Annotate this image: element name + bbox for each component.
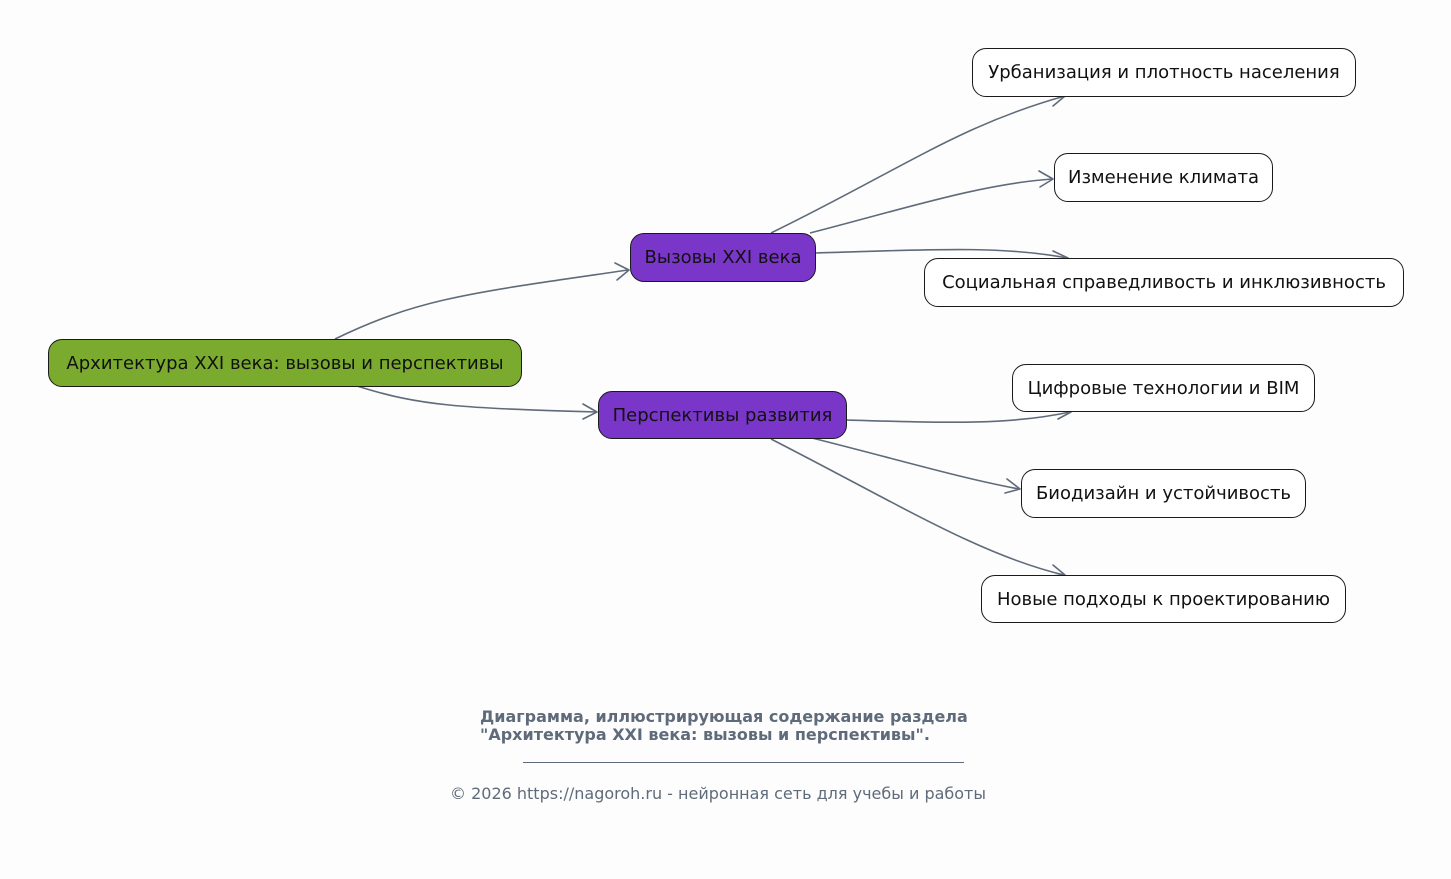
edge-root-challenges [334, 269, 629, 340]
edge-perspectives-biodesign [811, 437, 1020, 490]
edge-perspectives-digital [845, 411, 1071, 424]
branch-challenges[interactable]: Вызовы XXI века [630, 233, 816, 282]
edge-challenges-social [815, 248, 1068, 259]
leaf-climate[interactable]: Изменение климата [1054, 153, 1273, 202]
caption-line-2: "Архитектура XXI века: вызовы и перспект… [480, 725, 930, 744]
leaf-urbanization[interactable]: Урбанизация и плотность населения [972, 48, 1356, 97]
edge-perspectives-newapproaches [770, 438, 1065, 576]
leaf-new-approaches[interactable]: Новые подходы к проектированию [981, 575, 1346, 623]
edge-root-perspectives [356, 385, 597, 413]
branch-perspectives[interactable]: Перспективы развития [598, 391, 847, 439]
arrowhead [1004, 478, 1021, 494]
arrowhead [1038, 170, 1054, 188]
root-node[interactable]: Архитектура XXI века: вызовы и перспекти… [48, 339, 522, 387]
leaf-digital-bim[interactable]: Цифровые технологии и BIM [1012, 364, 1315, 412]
leaf-biodesign[interactable]: Биодизайн и устойчивость [1021, 469, 1306, 518]
caption-line-1: Диаграмма, иллюстрирующая содержание раз… [480, 707, 968, 726]
caption-divider [523, 762, 964, 763]
arrowhead [614, 262, 630, 281]
leaf-social-justice[interactable]: Социальная справедливость и инклюзивност… [924, 258, 1404, 307]
edge-challenges-climate [809, 178, 1053, 234]
edge-challenges-urbanization [770, 95, 1066, 234]
arrowhead [582, 403, 598, 420]
copyright-footer: © 2026 https://nagoroh.ru - нейронная се… [450, 784, 987, 803]
